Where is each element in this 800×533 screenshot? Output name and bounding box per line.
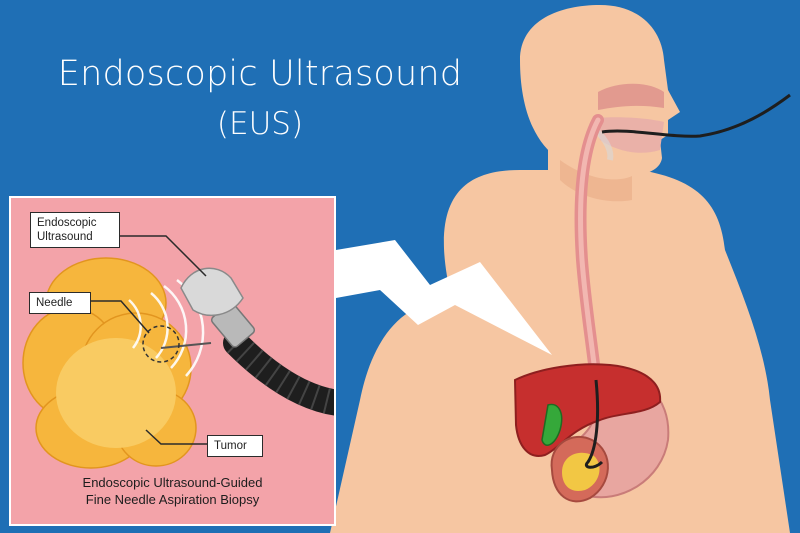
zoom-connector [336, 240, 552, 355]
scope-cable [223, 330, 334, 416]
gallbladder [541, 403, 563, 446]
needle-highlight-circle [142, 325, 180, 363]
label-needle: Needle [29, 292, 91, 314]
inset-caption: Endoscopic Ultrasound-Guided Fine Needle… [11, 474, 334, 508]
callout-line-eus [114, 235, 207, 277]
inset-illustration [22, 235, 334, 469]
needle [160, 342, 212, 349]
caption-line-2: Fine Needle Aspiration Biopsy [85, 492, 260, 507]
title-line-2: (EUS) [216, 106, 304, 142]
esophagus-inner [578, 117, 601, 383]
inset-panel: Endoscopic Ultrasound Needle Tumor Endos… [9, 196, 336, 526]
caption-line-1: Endoscopic Ultrasound-Guided [82, 475, 263, 490]
nasal-cavity [598, 83, 664, 110]
label-endoscopic-ultrasound: Endoscopic Ultrasound [30, 212, 120, 248]
tumor [22, 257, 197, 469]
scope-end [585, 379, 604, 469]
mouth-cavity [596, 117, 664, 153]
scope-head [180, 267, 244, 317]
callout-line-needle [91, 300, 150, 334]
scope-tube [601, 93, 791, 138]
torso [330, 170, 790, 533]
title-line-1: Endoscopic Ultrasound [57, 54, 463, 94]
callout-line-tumor [145, 429, 207, 445]
label-tumor: Tumor [207, 435, 263, 457]
pancreas [562, 452, 600, 491]
